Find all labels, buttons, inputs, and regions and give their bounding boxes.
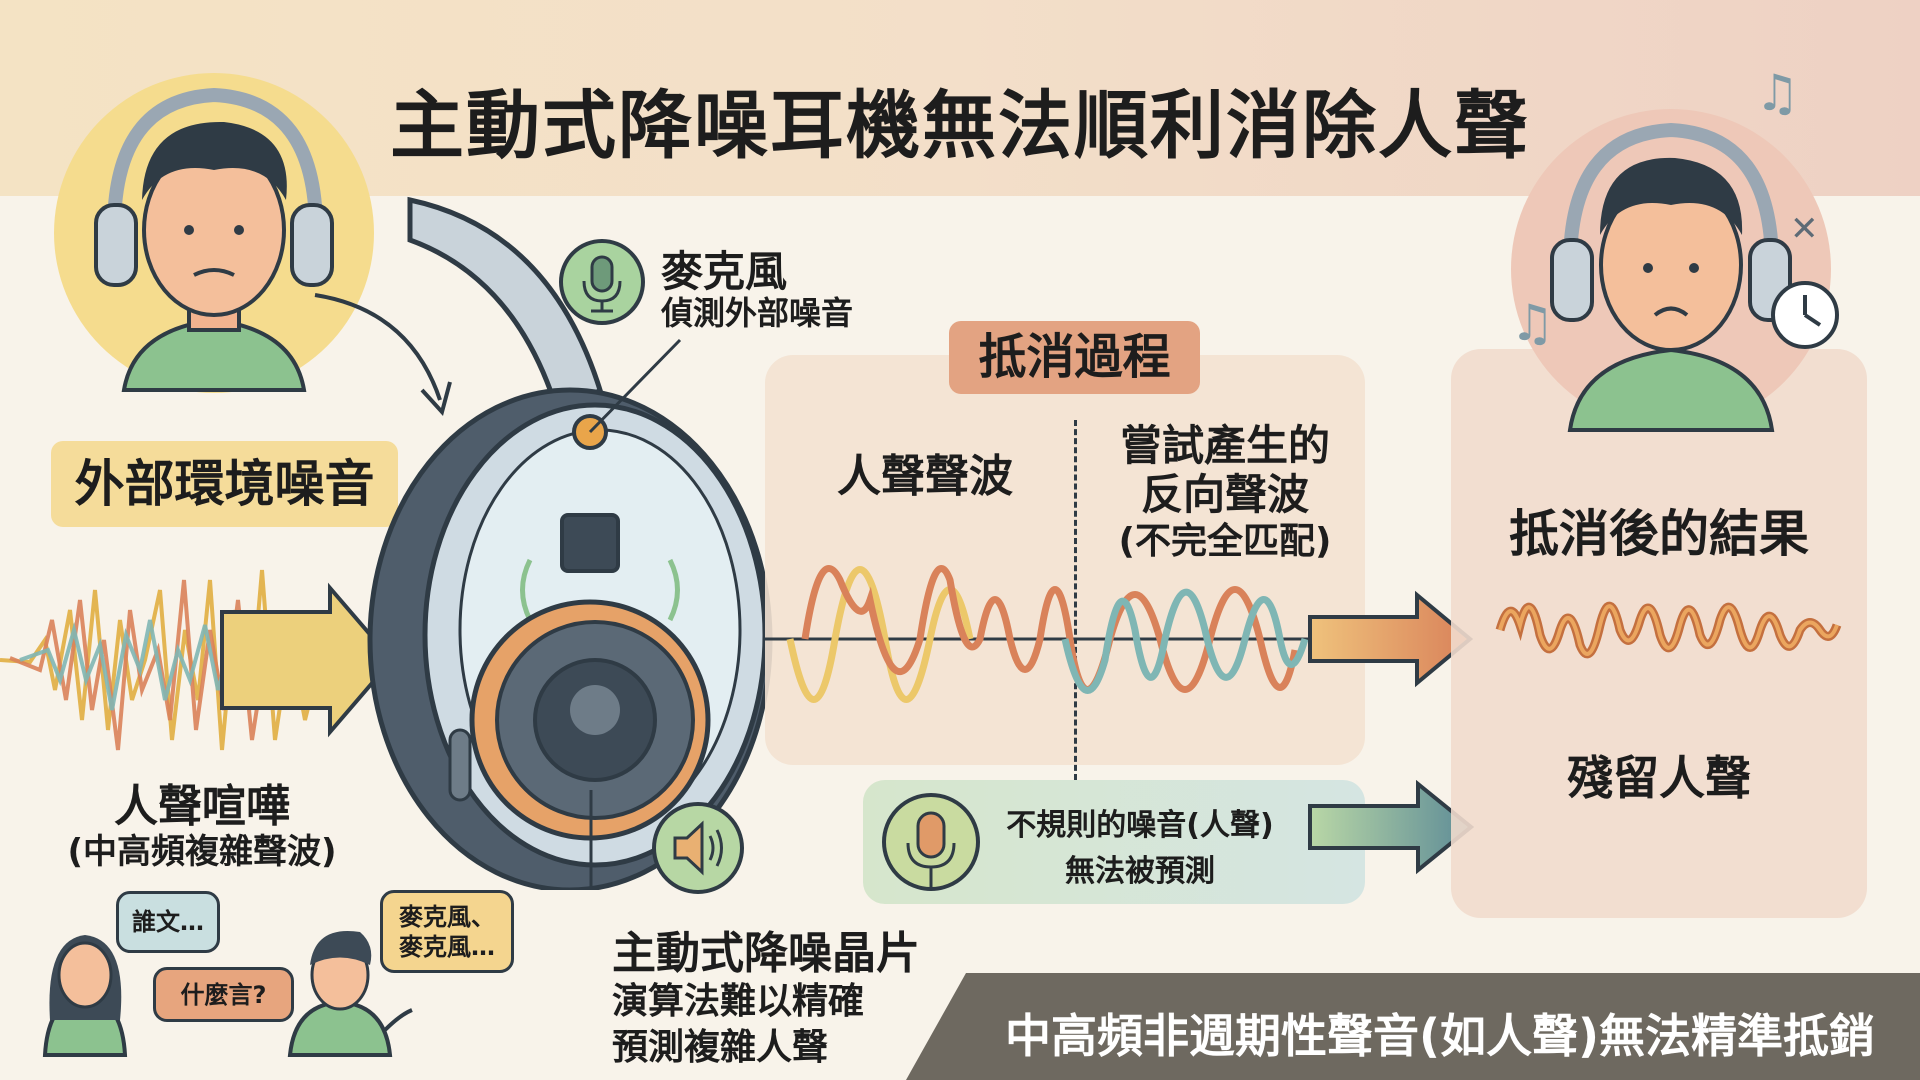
speaker-icon <box>652 802 744 894</box>
speech-bubble: 麥克風、 麥克風… <box>380 890 514 973</box>
conclusion-banner <box>906 973 1920 1080</box>
music-note-icon: ♫ <box>1510 294 1555 352</box>
microphone-subtitle: 偵測外部噪音 <box>661 294 854 332</box>
curved-arrow-icon <box>314 293 452 417</box>
irregular-noise-line2: 無法被預測 <box>1065 854 1215 889</box>
speech-bubble: 誰文… <box>116 891 220 953</box>
speech-bubble-line: 麥克風… <box>399 932 495 961</box>
noise-waveform <box>0 569 395 751</box>
frustrated-listener-avatar: ♫ ♫ ✕ <box>1510 64 1839 432</box>
anc-chip-line1: 演算法難以精確 <box>612 981 865 1022</box>
voice-noise-subtitle: (中高頻複雜聲波) <box>67 832 337 872</box>
external-noise-label: 外部環境噪音 <box>51 441 398 527</box>
microphone-title: 麥克風 <box>661 247 788 296</box>
divider-dashed-line <box>1074 420 1077 780</box>
teal-arrow <box>1308 780 1475 875</box>
voice-noise-title: 人聲喧嘩 <box>114 781 290 832</box>
irregular-noise-line1: 不規則的噪音(人聲) <box>1006 808 1274 843</box>
cancellation-waves <box>765 565 1474 703</box>
microphone-icon <box>559 239 645 325</box>
conclusion-text: 中高頻非週期性聲音(如人聲)無法精準抵銷 <box>1004 1009 1876 1063</box>
residual-wave <box>1495 601 1842 659</box>
anti-wave-line2: 反向聲波 <box>1140 470 1309 519</box>
speech-bubble-line: 麥克風、 <box>399 902 495 931</box>
result-title: 抵消後的結果 <box>1509 505 1809 563</box>
cancellation-process-panel <box>765 355 1365 765</box>
page-title: 主動式降噪耳機無法順利消除人聲 <box>390 83 1530 169</box>
residual-voice-label: 殘留人聲 <box>1567 751 1751 805</box>
microphone-icon <box>882 793 980 891</box>
frustrated-listener-avatar <box>54 73 374 393</box>
cancellation-process-badge: 抵消過程 <box>949 321 1200 394</box>
talking-people-illustration <box>42 930 413 1057</box>
speech-bubble: 什麼言? <box>153 967 294 1022</box>
anti-wave-line3: (不完全匹配) <box>1118 521 1332 562</box>
anc-chip-title: 主動式降噪晶片 <box>612 928 920 979</box>
voice-wave-label: 人聲聲波 <box>837 451 1013 502</box>
anti-wave-line1: 嘗試產生的 <box>1119 421 1330 470</box>
music-note-icon: ♫ <box>1755 64 1800 122</box>
anc-chip-line2: 預測複雜人聲 <box>612 1027 829 1068</box>
cross-icon: ✕ <box>1790 209 1819 249</box>
